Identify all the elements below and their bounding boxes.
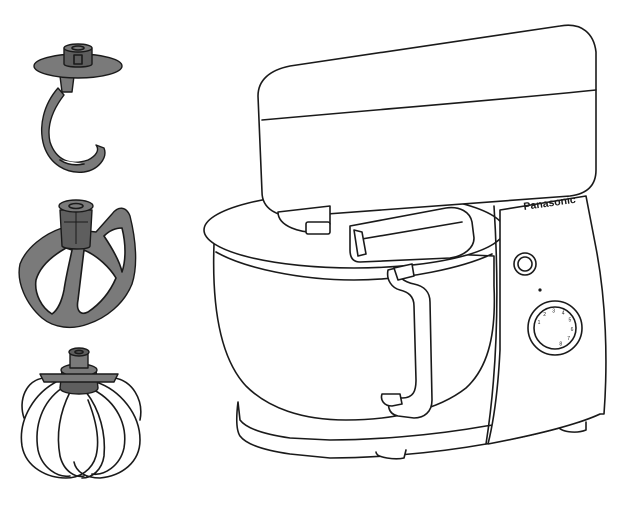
dial-marking: 3 <box>552 309 555 315</box>
dial-marking: 1 <box>538 320 541 326</box>
dial-marking: 8 <box>559 342 562 348</box>
pouring-shield <box>349 206 475 263</box>
dial-indicator-dot <box>538 288 542 292</box>
dial-marking: 6 <box>571 327 574 333</box>
dial-markings: 123 45 678 <box>538 309 574 348</box>
dial-marking: 2 <box>543 312 546 318</box>
dial-marking: 7 <box>567 336 570 342</box>
head-release-button[interactable] <box>513 252 537 276</box>
flat-beater <box>18 199 137 329</box>
speed-dial[interactable]: 123 45 678 <box>527 288 583 356</box>
mixer-foot <box>375 449 407 460</box>
mixing-bowl <box>212 243 496 421</box>
dough-hook <box>33 43 123 173</box>
bowl-attachment <box>386 267 433 419</box>
dial-marking: 5 <box>569 318 572 324</box>
mixer-head <box>257 24 597 217</box>
balloon-whisk <box>20 347 142 479</box>
dial-marking: 4 <box>562 311 565 317</box>
